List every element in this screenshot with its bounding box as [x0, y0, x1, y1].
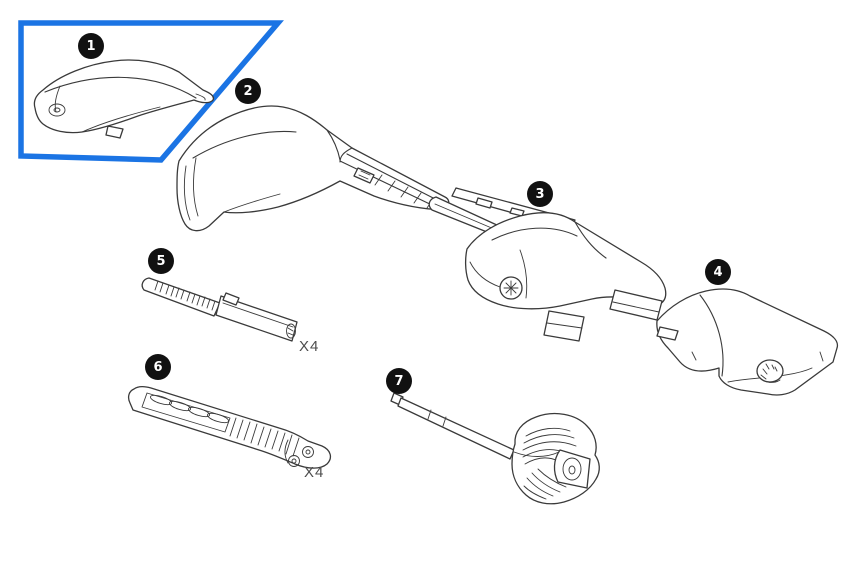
- part-7-torque-key-drawing[interactable]: [390, 392, 600, 505]
- part-4-side-cover-drawing[interactable]: [656, 288, 839, 396]
- part-4-badge[interactable]: 4: [705, 259, 731, 285]
- part-6-quantity-label: X4: [304, 464, 325, 481]
- part-1-end-cap-cover-drawing[interactable]: [33, 59, 215, 139]
- part-6-rubber-strap-drawing[interactable]: [127, 385, 332, 469]
- part-6-badge[interactable]: 6: [145, 354, 171, 380]
- part-3-badge[interactable]: 3: [527, 181, 553, 207]
- part-3-foot-body-drawing[interactable]: [428, 187, 667, 342]
- part-2-foot-housing-drawing[interactable]: [176, 105, 450, 232]
- part-1-badge[interactable]: 1: [78, 33, 104, 59]
- part-7-badge[interactable]: 7: [386, 368, 412, 394]
- part-2-badge[interactable]: 2: [235, 78, 261, 104]
- selected-part-outline: [18, 20, 284, 163]
- part-5-threaded-bolt-drawing[interactable]: [141, 277, 298, 342]
- part-5-quantity-label: X4: [299, 338, 320, 355]
- part-5-badge[interactable]: 5: [148, 248, 174, 274]
